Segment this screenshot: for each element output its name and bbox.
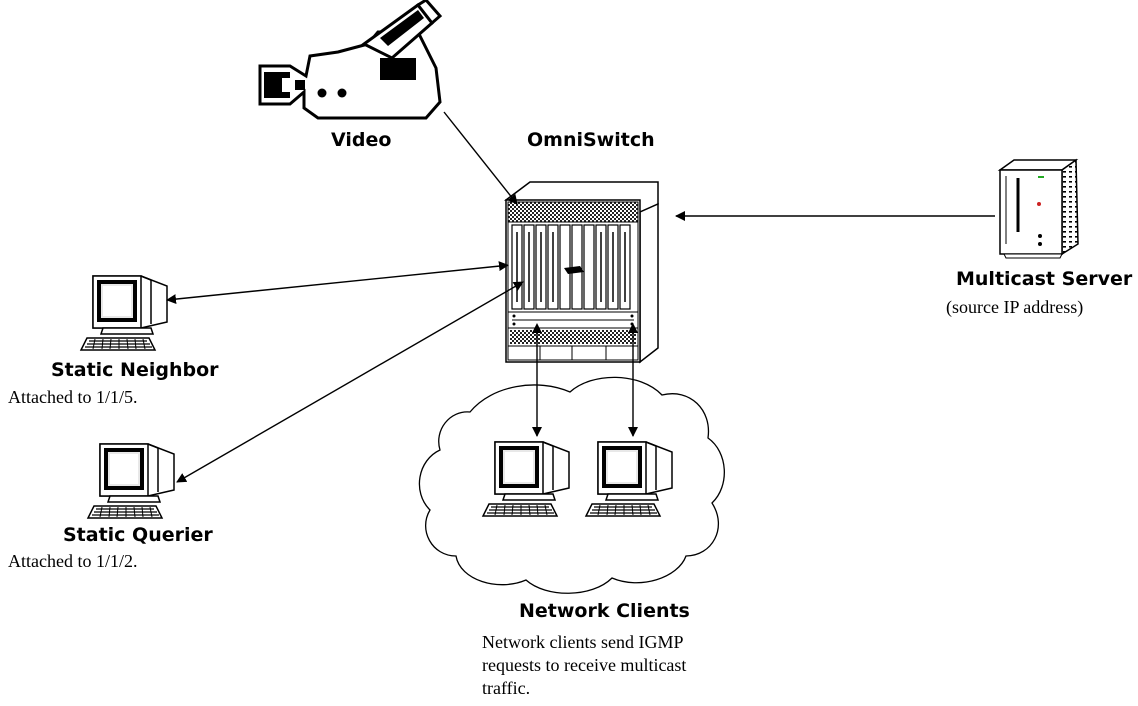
chassis-switch-icon (503, 181, 659, 364)
network-clients-label: Network Clients (519, 600, 690, 622)
network-clients-note-line-3: traffic. (482, 678, 531, 698)
multicast-server-label: Multicast Server (956, 268, 1133, 290)
static-querier-workstation-icon (86, 442, 176, 520)
network-clients-note-line-1: Network clients send IGMP (482, 632, 684, 652)
static-querier-note: Attached to 1/1/2. (8, 551, 138, 571)
tower-server-icon (997, 158, 1079, 259)
omniswitch-label: OmniSwitch (527, 129, 655, 151)
static-querier-label: Static Querier (63, 524, 213, 546)
switch-querier-link (176, 281, 524, 483)
static-neighbor-note: Attached to 1/1/5. (8, 387, 138, 407)
static-neighbor-workstation-icon (79, 274, 169, 352)
static-neighbor-label: Static Neighbor (51, 359, 219, 381)
network-cloud-icon (418, 376, 725, 594)
multicast-server-note: (source IP address) (946, 297, 1084, 317)
switch-neighbor-link (166, 261, 509, 305)
video-camera-icon (258, 0, 443, 120)
video-label: Video (331, 129, 392, 151)
video-to-switch-link (443, 111, 518, 205)
network-client-workstation-icon (584, 440, 674, 518)
network-client-workstation-icon (481, 440, 571, 518)
network-clients-note-line-2: requests to receive multicast (482, 655, 687, 675)
